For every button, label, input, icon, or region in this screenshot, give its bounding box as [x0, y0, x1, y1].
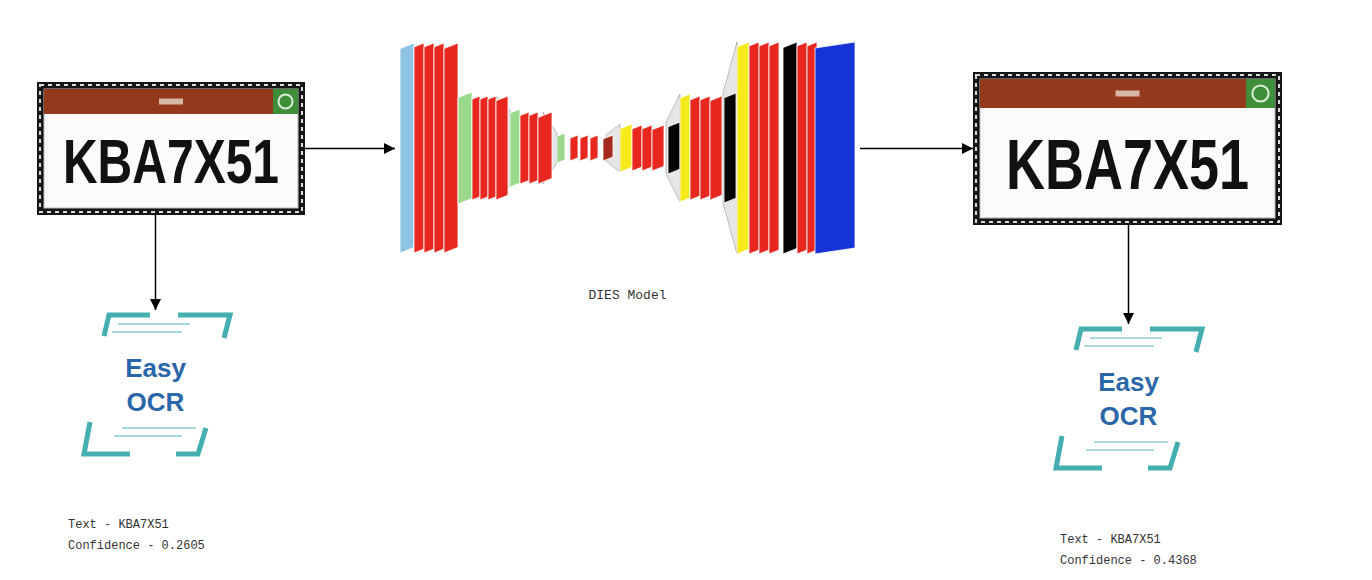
- network-layer: [529, 112, 538, 184]
- flow-arrow: [1128, 225, 1130, 324]
- network-layer: [749, 42, 759, 254]
- plate-frame: [973, 72, 1282, 225]
- scan-bracket: [104, 315, 150, 336]
- plate-band: [44, 89, 298, 114]
- network-layer: [520, 112, 529, 184]
- scan-line: [1084, 345, 1154, 347]
- license-plate-image: KBA7X51: [973, 72, 1282, 225]
- plate-band-mark: [159, 99, 183, 105]
- network-layer: [759, 42, 769, 254]
- network-layer: [444, 43, 458, 253]
- network-layer: [815, 42, 855, 254]
- network-layer: [680, 94, 690, 202]
- model-illustration: [395, 40, 860, 310]
- plate-band-mark: [1116, 91, 1140, 97]
- scan-bracket: [1148, 442, 1178, 468]
- scan-line: [112, 331, 182, 333]
- network-layer: [652, 125, 664, 171]
- scan-line: [1090, 337, 1162, 339]
- network-layer: [414, 43, 424, 253]
- plate-band: [980, 79, 1275, 108]
- layer-transition: [496, 96, 510, 200]
- network-layer: [510, 109, 520, 187]
- scan-line: [114, 435, 182, 437]
- network-layer: [797, 42, 807, 254]
- plate-flag: [1246, 79, 1275, 108]
- network-layer: [400, 43, 414, 253]
- ocr-text-result: Text - KBA7X51: [1060, 532, 1161, 548]
- plate-frame-pattern: [976, 75, 1279, 222]
- network-layer: [700, 96, 710, 200]
- network-layer: [603, 135, 613, 161]
- layer-transition: [723, 42, 737, 254]
- network-layer: [480, 96, 488, 200]
- plate-frame-pattern: [40, 85, 302, 212]
- scan-line: [1094, 441, 1168, 443]
- plate-face: [980, 79, 1275, 218]
- network-layer: [783, 42, 797, 254]
- network-layer: [557, 133, 565, 163]
- network-layer: [590, 135, 598, 161]
- network-layer: [538, 112, 552, 184]
- network-layer: [472, 96, 480, 200]
- model-name: DIES Model: [395, 288, 860, 303]
- scan-line: [122, 427, 196, 429]
- plate-flag-emblem: [279, 95, 293, 109]
- plate-flag: [273, 89, 298, 114]
- ocr-confidence: Confidence - 0.4368: [1060, 553, 1197, 569]
- network-layer: [424, 43, 434, 253]
- network-layer: [580, 135, 588, 161]
- flow-arrow: [155, 215, 157, 310]
- plate-frame: [37, 82, 305, 215]
- scan-bracket: [178, 315, 230, 338]
- network-layer: [668, 122, 680, 174]
- scan-bracket: [1076, 329, 1122, 350]
- logo-text: Easy OCR: [1092, 365, 1166, 433]
- network-layer: [710, 96, 722, 200]
- license-plate-image: KBA7X51: [37, 82, 305, 215]
- easyocr-logo: Easy OCR: [1050, 324, 1207, 474]
- scan-line: [1086, 449, 1154, 451]
- network-layer: [570, 135, 578, 161]
- scan-bracket: [1056, 436, 1102, 468]
- network-layer: [737, 42, 749, 254]
- network-layer: [690, 96, 700, 200]
- easyocr-logo: Easy OCR: [78, 310, 233, 460]
- ocr-text-result: Text - KBA7X51: [68, 517, 169, 533]
- network-layer: [458, 92, 472, 204]
- flow-arrow: [860, 148, 973, 150]
- network-layer: [769, 42, 779, 254]
- scan-bracket: [1150, 329, 1202, 352]
- network-layer: [642, 125, 652, 171]
- scan-bracket: [84, 422, 130, 454]
- ocr-confidence: Confidence - 0.2605: [68, 538, 205, 554]
- logo-text: Easy OCR: [119, 351, 193, 419]
- plate-face: [44, 89, 298, 208]
- network-layer: [632, 125, 642, 171]
- ocr-illustration: [1050, 324, 1207, 474]
- ocr-illustration: [78, 310, 233, 460]
- scan-bracket: [176, 428, 206, 454]
- flow-arrow: [305, 148, 395, 150]
- scan-line: [118, 323, 190, 325]
- network-layer: [434, 43, 444, 253]
- plate-number: KBA7X51: [1006, 128, 1249, 199]
- layer-transition: [666, 94, 680, 202]
- plate-flag-emblem: [1252, 85, 1268, 101]
- dies-model-block: DIES Model: [395, 40, 860, 310]
- network-layer: [620, 124, 632, 172]
- plate-number: KBA7X51: [63, 130, 279, 193]
- network-layer: [724, 93, 736, 203]
- network-layer: [496, 96, 508, 200]
- network-layer: [488, 96, 496, 200]
